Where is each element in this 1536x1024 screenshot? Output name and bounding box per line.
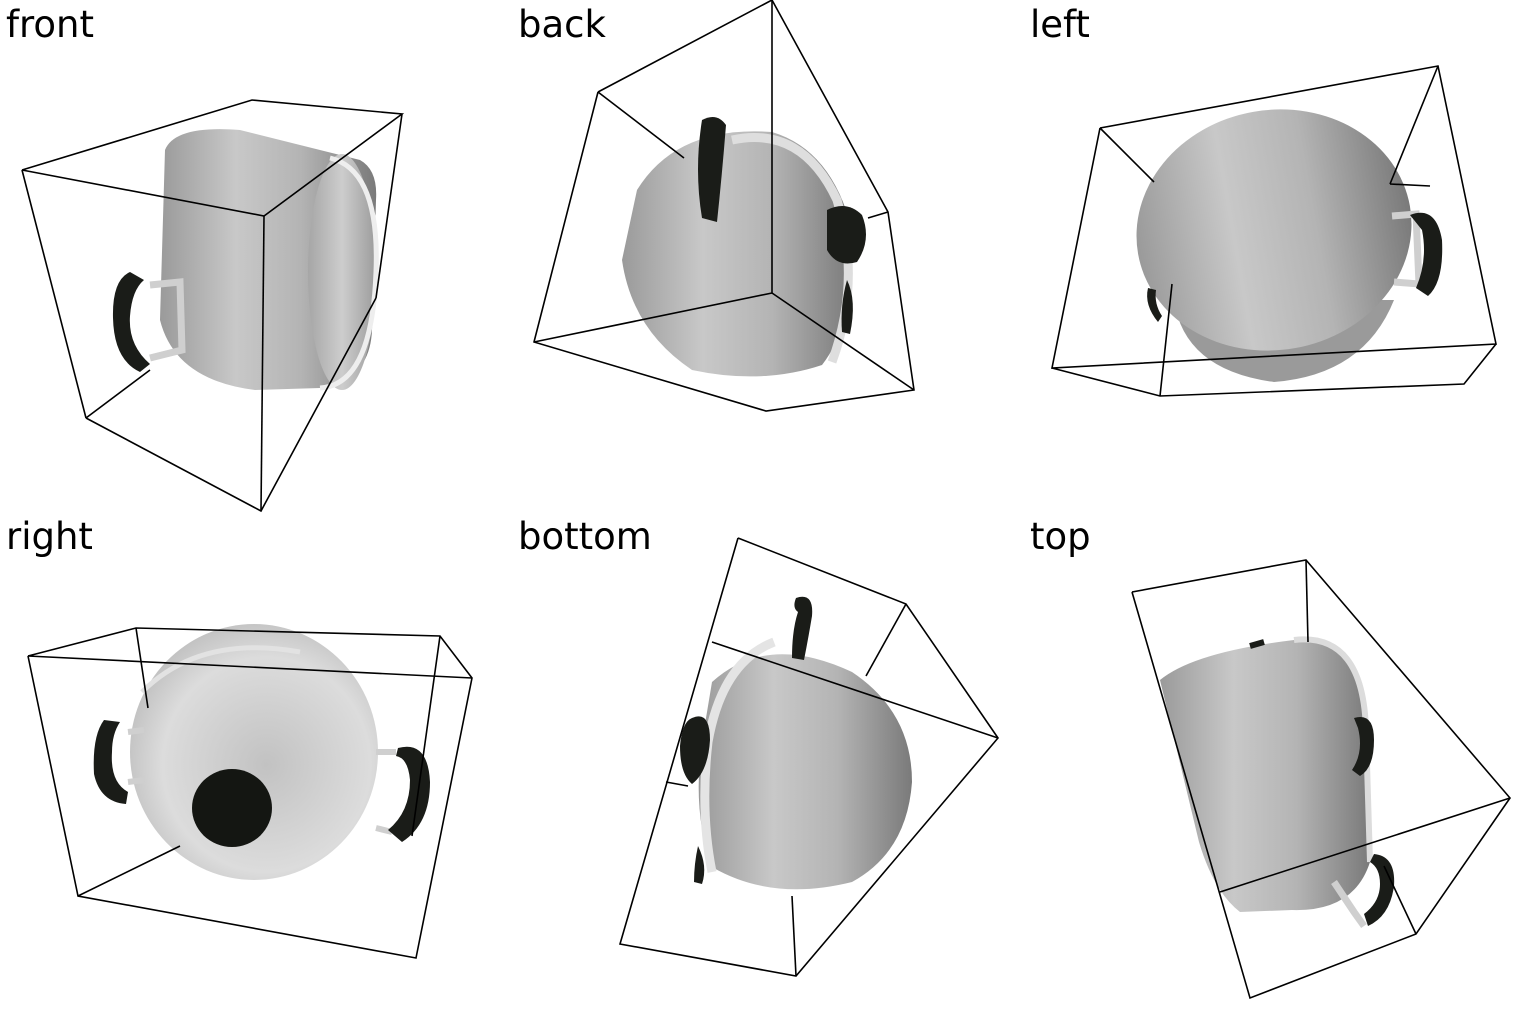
cooking-pot (1136, 109, 1443, 382)
view-left-render (1051, 65, 1497, 397)
view-front: front (0, 0, 512, 513)
view-right: right (0, 512, 512, 1024)
handle (698, 116, 866, 334)
view-front-render (21, 99, 405, 513)
bounding-box-wireframe (1131, 559, 1512, 1000)
view-bottom-render (618, 537, 1000, 977)
cooking-pot (93, 624, 430, 880)
view-top-render (1131, 559, 1512, 1000)
handle (112, 272, 186, 372)
view-label: top (1030, 515, 1091, 558)
bounding-box-wireframe (533, 0, 915, 412)
bounding-box-wireframe (21, 99, 405, 513)
view-left: left (1024, 0, 1536, 512)
cooking-pot (622, 116, 866, 377)
bounding-box-wireframe (1051, 65, 1497, 397)
view-top: top (1024, 512, 1536, 1024)
cooking-pot (680, 596, 912, 890)
bounding-box-wireframe (27, 627, 473, 959)
view-label: bottom (518, 515, 652, 558)
view-bottom: bottom (512, 512, 1024, 1024)
view-label: front (6, 3, 95, 46)
view-right-render (27, 624, 473, 959)
view-label: left (1030, 3, 1090, 46)
view-back: back (512, 0, 1024, 512)
bounding-box-wireframe (618, 537, 1000, 977)
handle (680, 596, 813, 884)
handle (1147, 210, 1443, 322)
view-label: right (6, 515, 93, 558)
handle (93, 720, 430, 842)
cooking-pot (112, 129, 379, 391)
cooking-pot (1160, 636, 1395, 929)
view-label: back (518, 3, 606, 46)
view-back-render (533, 0, 915, 412)
